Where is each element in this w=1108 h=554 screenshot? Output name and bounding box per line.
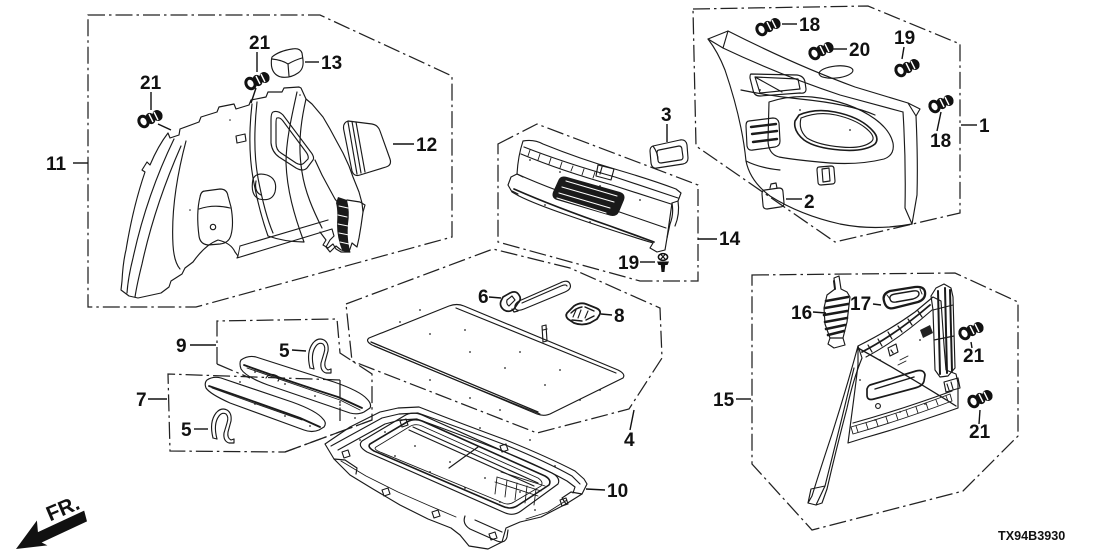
svg-text:18: 18 [930,131,951,152]
svg-text:7: 7 [136,390,147,411]
svg-text:12: 12 [416,135,437,156]
svg-text:6: 6 [478,287,489,308]
svg-text:19: 19 [894,28,915,49]
svg-text:5: 5 [279,341,290,362]
svg-text:20: 20 [849,40,870,61]
svg-text:2: 2 [804,192,815,213]
svg-text:5: 5 [181,420,192,441]
svg-text:17: 17 [850,294,871,315]
svg-text:21: 21 [140,73,162,94]
svg-text:4: 4 [624,430,635,451]
svg-text:16: 16 [791,303,812,324]
svg-text:1: 1 [979,116,990,137]
svg-text:19: 19 [618,253,639,274]
svg-text:TX94B3930: TX94B3930 [998,529,1065,543]
svg-text:18: 18 [799,15,820,36]
svg-text:11: 11 [46,154,67,175]
svg-text:15: 15 [713,390,735,411]
svg-text:9: 9 [176,336,187,357]
svg-text:3: 3 [661,105,672,126]
svg-text:21: 21 [249,33,271,54]
svg-text:14: 14 [719,229,741,250]
svg-text:21: 21 [963,346,985,367]
svg-text:8: 8 [614,306,625,327]
svg-text:21: 21 [969,422,991,443]
svg-text:13: 13 [321,53,342,74]
svg-text:10: 10 [607,481,628,502]
